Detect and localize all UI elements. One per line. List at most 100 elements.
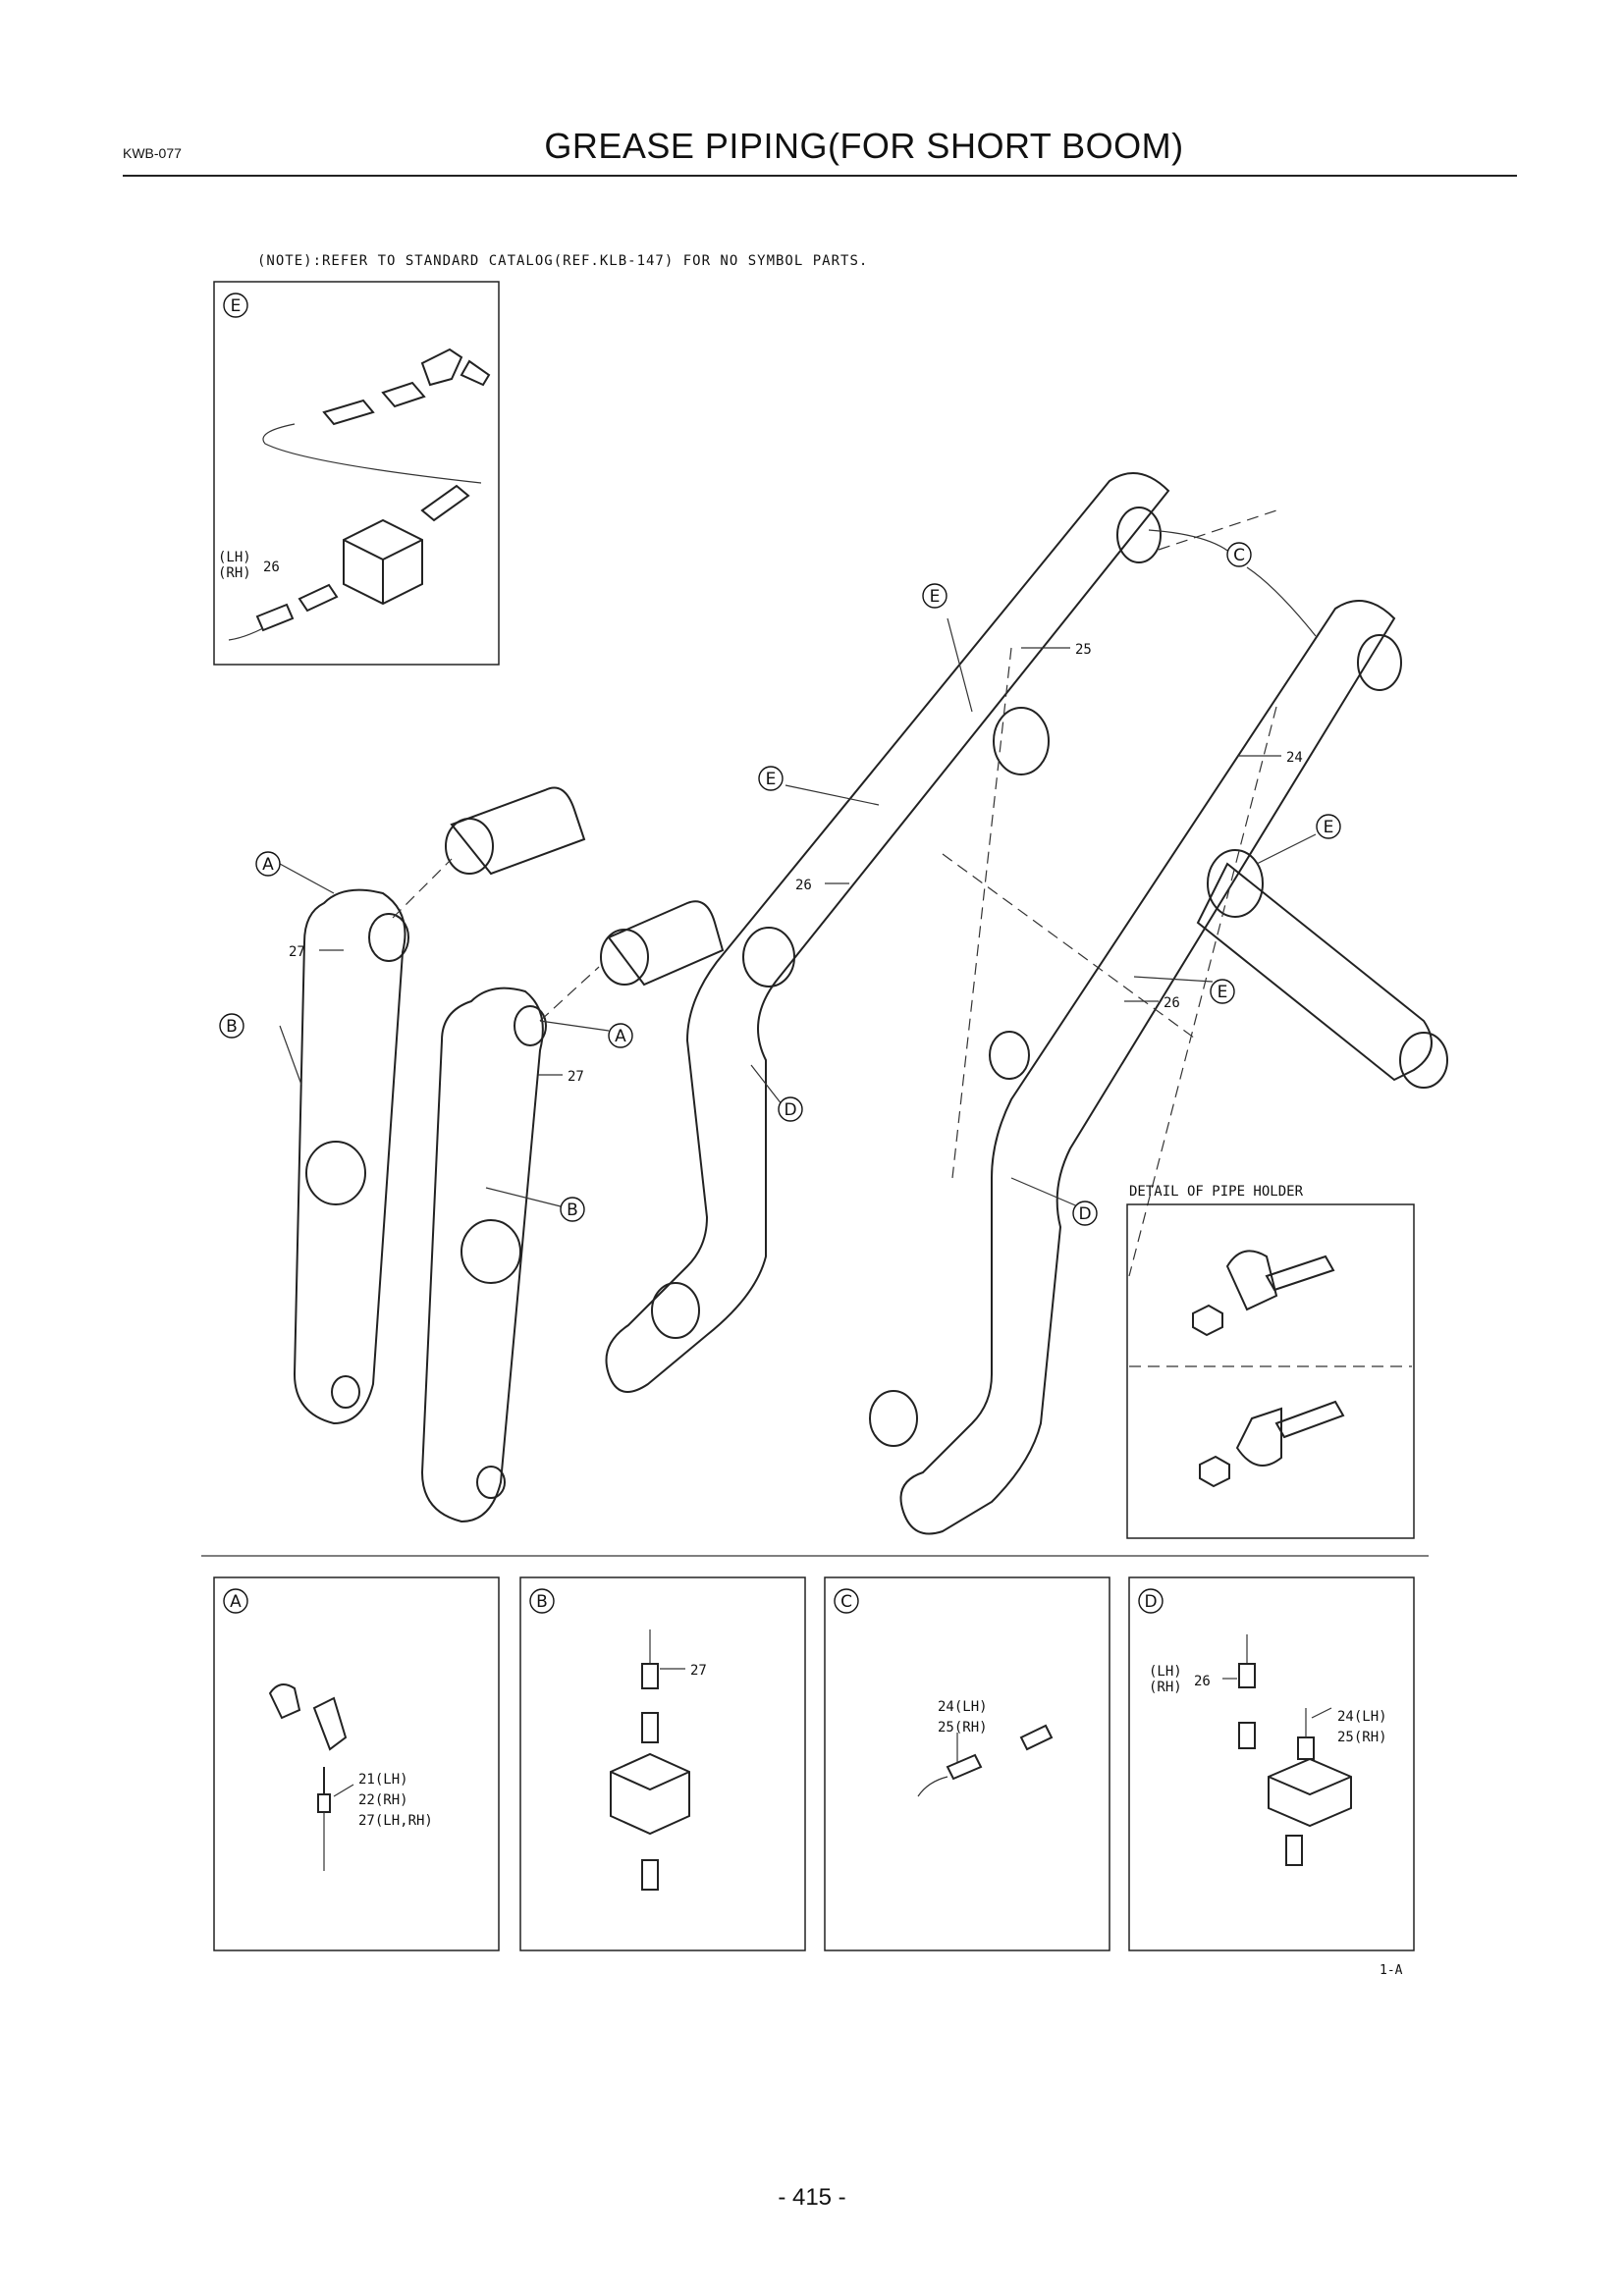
boom-cylinder-tube <box>1196 862 1433 1082</box>
callout-arrow-e1 <box>947 617 973 713</box>
badge-circle <box>834 1588 859 1614</box>
callout-a: A <box>262 855 274 875</box>
callout-d: D <box>784 1100 796 1120</box>
link-pin-boss <box>514 1005 547 1046</box>
boom-top-pin <box>1116 507 1162 563</box>
pipe-holder-title: DETAIL OF PIPE HOLDER <box>1129 1184 1304 1200</box>
callout-arrow-e2 <box>785 784 880 806</box>
callout-e: E <box>1218 983 1228 1002</box>
detail-d-frame <box>1128 1576 1415 1951</box>
detail-e-panel: E (LH) (RH) 26 <box>213 281 500 666</box>
callout-a: A <box>615 1027 626 1046</box>
adapter <box>1019 1724 1054 1751</box>
detail-d-part-number: 26 <box>1194 1674 1211 1689</box>
badge-circle <box>1210 979 1235 1004</box>
adapter <box>641 1712 659 1743</box>
detail-b-badge: B <box>536 1592 548 1612</box>
pipe-holder-panel: DETAIL OF PIPE HOLDER <box>1126 1184 1415 1539</box>
callout-arrow-b1 <box>279 1025 302 1086</box>
cylinder-rod-eye <box>600 929 649 986</box>
adapter <box>1238 1722 1256 1749</box>
badge-circle <box>758 766 784 791</box>
pipe-fitting <box>641 1663 659 1689</box>
grease-pipe-lh <box>951 647 1012 1179</box>
boom-cross-pin <box>1207 849 1264 918</box>
callout-arrow-d1 <box>750 1064 786 1110</box>
pipe <box>1305 1707 1332 1737</box>
label-part-25: 25 <box>1075 642 1092 658</box>
connector-fitting <box>460 359 491 387</box>
boom-tip-pin <box>869 1390 918 1447</box>
detail-c-label-1: 24(LH) <box>938 1699 988 1715</box>
adapter-fitting <box>322 399 375 426</box>
label-part-26: 26 <box>795 878 812 893</box>
badge-circle <box>255 851 281 877</box>
detail-e-lh: (LH) <box>218 550 251 565</box>
callout-c: C <box>1233 546 1245 565</box>
grease-block <box>343 518 423 606</box>
callout-arrow-d2 <box>1010 1177 1081 1208</box>
grease-block <box>1268 1757 1352 1828</box>
label-part-27: 27 <box>289 944 305 960</box>
badge-circle <box>1316 814 1341 839</box>
detail-a-label-1: 21(LH) <box>358 1772 408 1788</box>
leader <box>333 1784 354 1797</box>
detail-b-frame <box>519 1576 806 1951</box>
callout-arrow-a1 <box>279 863 335 894</box>
cylinder-end <box>1399 1032 1448 1089</box>
callout-arrow-b2 <box>485 1187 566 1208</box>
grease-block <box>610 1752 690 1836</box>
detail-c-label-2: 25(RH) <box>938 1720 988 1735</box>
pipe <box>917 1776 948 1797</box>
detail-d-label-1: 24(LH) <box>1337 1709 1387 1725</box>
elbow-fitting <box>420 347 463 387</box>
callout-b: B <box>226 1017 238 1037</box>
callout-arrow-a2 <box>539 1020 610 1032</box>
badge-circle <box>223 1588 248 1614</box>
elbow <box>312 1696 348 1751</box>
callout-b: B <box>567 1201 578 1220</box>
pipe-end <box>228 627 264 641</box>
boom-rh <box>899 600 1396 1535</box>
detail-c-badge: C <box>840 1592 852 1612</box>
pipe-fitting <box>946 1753 983 1781</box>
detail-e-part-number: 26 <box>263 560 280 575</box>
dashed-guide <box>539 966 600 1022</box>
detail-e-rh: (RH) <box>218 565 251 581</box>
clamp-bolt <box>1265 1255 1335 1292</box>
nipple-fitting <box>298 583 339 613</box>
badge-circle <box>223 293 248 318</box>
boom-lh <box>605 472 1170 1393</box>
label-part-24: 24 <box>1286 750 1303 766</box>
boom-foot-pin <box>989 1031 1030 1080</box>
label-part-27: 27 <box>568 1069 584 1085</box>
figure-reference: 1-A <box>1380 1963 1403 1978</box>
cylinder-rod-eye <box>445 818 494 875</box>
detail-d-panel: D (LH) (RH) 26 24(LH) 25(RH) <box>1128 1576 1415 1951</box>
top-guide <box>1158 509 1277 551</box>
badge-circle <box>1072 1201 1098 1226</box>
pipe-holder-frame <box>1126 1203 1415 1539</box>
title-rule <box>123 175 1517 177</box>
grease-nipple <box>1285 1835 1303 1866</box>
callout-e: E <box>766 770 777 789</box>
detail-a-badge: A <box>230 1592 242 1612</box>
detail-b-panel: B 27 <box>519 1576 806 1951</box>
clamp-bolt-alt <box>1274 1400 1345 1439</box>
callout-e: E <box>930 587 941 607</box>
link-bushing <box>460 1219 521 1284</box>
grease-nipple <box>641 1859 659 1891</box>
detail-b-label-1: 27 <box>690 1663 707 1679</box>
dashed-guide <box>392 858 453 919</box>
boom-top-pin <box>1357 634 1402 691</box>
badge-circle <box>922 583 947 609</box>
badge-circle <box>1138 1588 1164 1614</box>
grease-nipple <box>1238 1663 1256 1688</box>
grease-nipple <box>317 1767 331 1813</box>
clamp-nut <box>1192 1304 1223 1337</box>
detail-a-frame <box>213 1576 500 1951</box>
bucket-link-rh <box>420 987 544 1523</box>
detail-d-badge: D <box>1144 1592 1157 1612</box>
detail-c-panel: C 24(LH) 25(RH) <box>824 1576 1110 1951</box>
